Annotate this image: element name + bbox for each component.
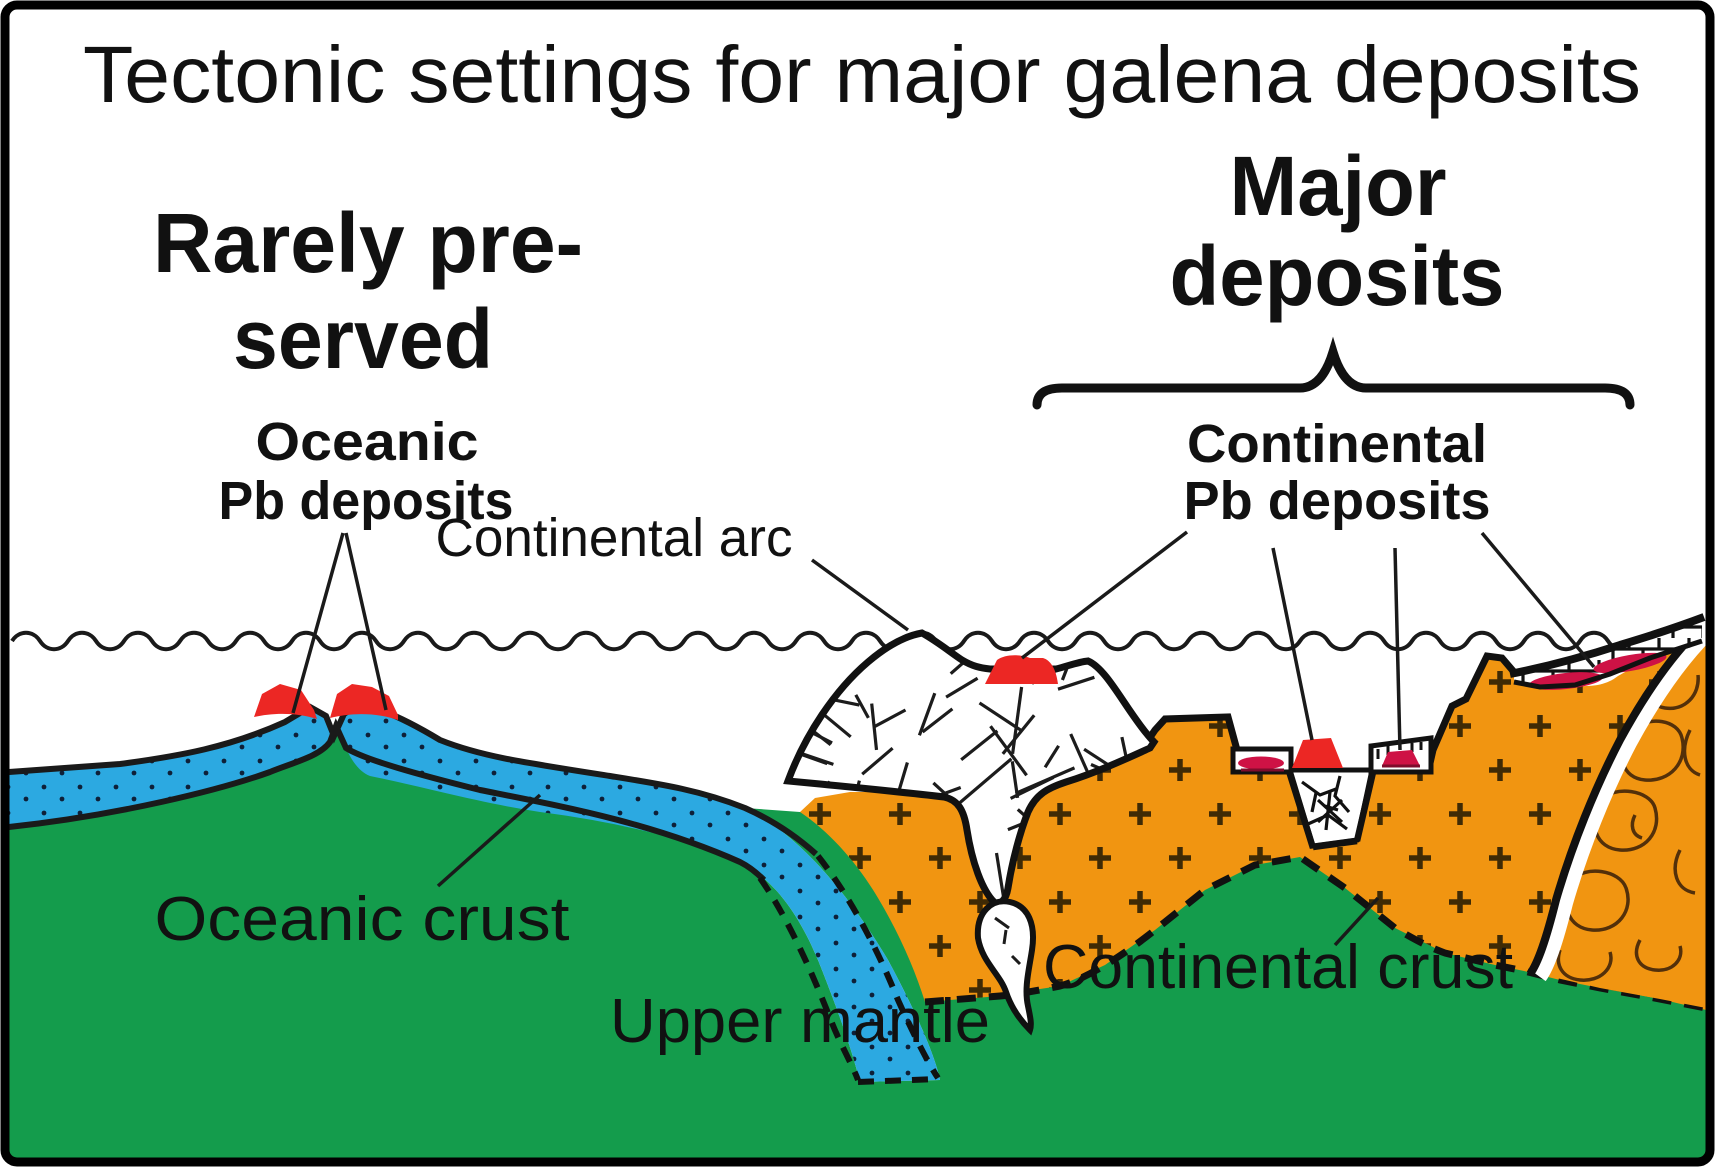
- rift-pb-deposit-left: [1238, 756, 1284, 770]
- upper-mantle-label: Upper mantle: [610, 987, 990, 1056]
- magma-diapir: [974, 898, 1036, 1036]
- rift-volcano-deposit: [1292, 738, 1343, 768]
- leader-continental-crust: [1333, 896, 1380, 947]
- ridge-pb-deposit-left: [254, 684, 317, 719]
- diagram-title: Tectonic settings for major galena depos…: [83, 30, 1641, 119]
- crust-mantle-dashed-boundary: [924, 853, 1707, 1012]
- major-deposits-label-line2: deposits: [1170, 229, 1505, 323]
- continental-pb-label-line1: Continental: [1187, 414, 1487, 474]
- oceanic-pb-label-line2: Pb deposits: [219, 471, 514, 531]
- leader-rift-volcano: [1271, 547, 1314, 741]
- sea-level-wavy-line: [10, 630, 1638, 652]
- coastline-outline: [1509, 613, 1706, 678]
- continental-crust-label: Continental crust: [1043, 933, 1513, 1002]
- arc-volcano-deposit: [985, 655, 1058, 684]
- leader-oceanic-crust: [436, 793, 542, 888]
- rift-graben-breccia-texture: [1301, 775, 1351, 831]
- rift-fault-lines: [1284, 767, 1378, 851]
- oceanic-crust-dots-texture: [9, 706, 940, 1082]
- leader-arc-volcano: [1020, 530, 1189, 660]
- continental-pb-label-line2: Pb deposits: [1184, 471, 1491, 531]
- oceanic-pb-label-line1: Oceanic: [256, 412, 479, 472]
- rarely-preserved-label-line2: served: [233, 292, 493, 386]
- rarely-preserved-label-line1: Rarely pre-: [153, 196, 583, 290]
- leader-oceanic-left: [291, 532, 345, 714]
- major-deposits-label-line1: Major: [1230, 139, 1447, 233]
- oceanic-crust-bottom-outline: [8, 718, 767, 883]
- oceanic-crust-label: Oceanic crust: [155, 885, 570, 954]
- rift-terrace-right: [1368, 735, 1434, 775]
- rift-terrace-left: [1230, 746, 1294, 775]
- leader-rift-deposit: [1393, 547, 1402, 751]
- leader-oceanic-right: [344, 532, 388, 711]
- leader-continental-arc: [810, 558, 910, 632]
- subducting-slab-dashed-boundaries: [757, 854, 941, 1085]
- diapir-dash-texture: [994, 916, 1022, 966]
- ocean-floor-top-outline: [8, 702, 819, 857]
- continental-arc-label: Continental arc: [436, 508, 793, 568]
- leader-lines: [291, 530, 1596, 947]
- major-deposits-brace: [1032, 336, 1635, 410]
- leader-basin-deposit: [1480, 531, 1596, 669]
- basin-bottom-outline: [1513, 638, 1703, 690]
- rift-pb-deposit-right: [1382, 750, 1420, 766]
- terrace-tick-texture: [1376, 742, 1423, 759]
